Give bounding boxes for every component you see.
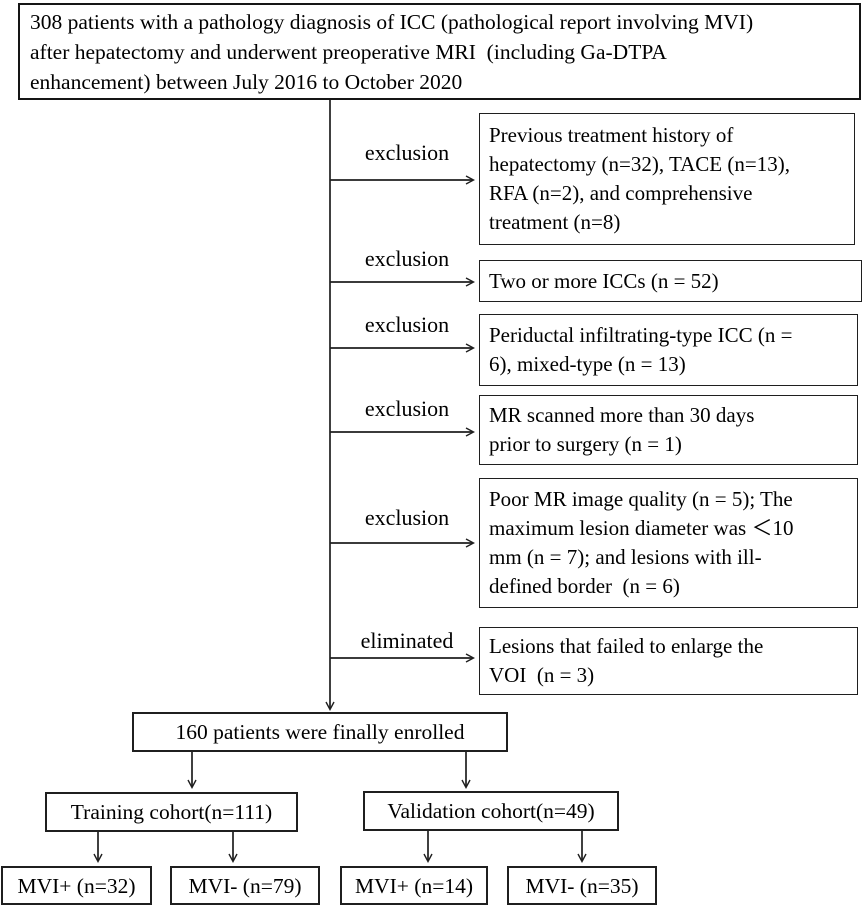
validation-cohort-box: Validation cohort(n=49) bbox=[363, 791, 619, 831]
branch-label-exclusion-4: exclusion bbox=[364, 396, 450, 421]
validation-cohort-label: Validation cohort(n=49) bbox=[387, 799, 595, 823]
inclusion-criteria-text: 308 patients with a pathology diagnosis … bbox=[30, 9, 754, 94]
validation-mvi-negative-label: MVI- (n=35) bbox=[525, 873, 639, 898]
validation-mvi-negative-box: MVI- (n=35) bbox=[507, 866, 657, 905]
training-mvi-positive-box: MVI+ (n=32) bbox=[1, 866, 152, 905]
exclusion-box-multiple-iccs: Two or more ICCs (n = 52) bbox=[479, 260, 862, 302]
inclusion-criteria-box: 308 patients with a pathology diagnosis … bbox=[18, 3, 861, 100]
branch-label-exclusion-5: exclusion bbox=[364, 505, 450, 530]
branch-label-exclusion-3: exclusion bbox=[364, 312, 450, 337]
branch-label-exclusion-2: exclusion bbox=[364, 246, 450, 271]
exclusion-box-mr-scan-timing: MR scanned more than 30 days prior to su… bbox=[479, 395, 858, 465]
eliminated-box-voi: Lesions that failed to enlarge the VOI (… bbox=[479, 627, 858, 695]
enrolled-box: 160 patients were finally enrolled bbox=[132, 712, 508, 752]
exclusion-text-image-quality: Poor MR image quality (n = 5); The maxim… bbox=[489, 487, 794, 598]
exclusion-box-image-quality: Poor MR image quality (n = 5); The maxim… bbox=[479, 478, 858, 608]
training-mvi-negative-label: MVI- (n=79) bbox=[188, 873, 302, 898]
enrolled-text: 160 patients were finally enrolled bbox=[175, 720, 465, 744]
validation-mvi-positive-box: MVI+ (n=14) bbox=[340, 866, 488, 905]
exclusion-box-periductal-type: Periductal infiltrating-type ICC (n = 6)… bbox=[479, 314, 858, 386]
exclusion-text-multiple-iccs: Two or more ICCs (n = 52) bbox=[489, 268, 719, 293]
exclusion-box-previous-treatment: Previous treatment history of hepatectom… bbox=[479, 113, 855, 245]
validation-mvi-positive-label: MVI+ (n=14) bbox=[355, 873, 473, 898]
training-cohort-label: Training cohort(n=111) bbox=[70, 800, 273, 824]
exclusion-text-previous-treatment: Previous treatment history of hepatectom… bbox=[489, 123, 790, 234]
exclusion-text-mr-scan-timing: MR scanned more than 30 days prior to su… bbox=[489, 403, 755, 456]
training-mvi-positive-label: MVI+ (n=32) bbox=[17, 873, 136, 898]
eliminated-text-voi: Lesions that failed to enlarge the VOI (… bbox=[489, 634, 764, 687]
branch-label-eliminated: eliminated bbox=[360, 628, 454, 653]
branch-label-exclusion-1: exclusion bbox=[364, 140, 450, 165]
training-mvi-negative-box: MVI- (n=79) bbox=[170, 866, 320, 905]
training-cohort-box: Training cohort(n=111) bbox=[45, 792, 298, 832]
exclusion-text-periductal-type: Periductal infiltrating-type ICC (n = 6)… bbox=[489, 323, 793, 376]
